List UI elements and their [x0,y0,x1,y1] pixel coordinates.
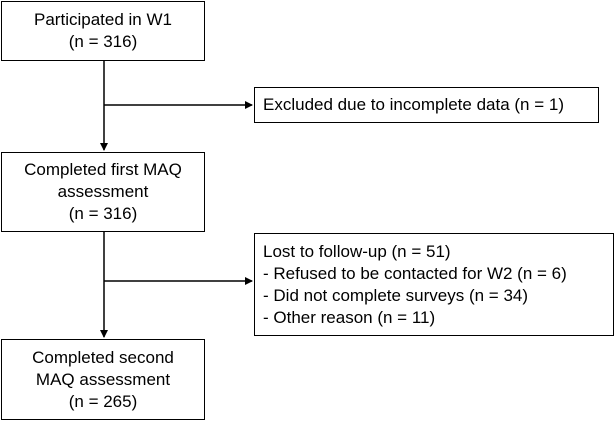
first-maq-box: Completed first MAQ assessment (n = 316) [1,152,205,232]
lost-followup-incomplete: - Did not complete surveys (n = 34) [263,285,529,305]
participated-title: Participated in W1 [34,10,172,29]
lost-followup-box: Lost to follow-up (n = 51) - Refused to … [254,233,614,336]
second-maq-title-1: Completed second [32,347,174,367]
excluded-box: Excluded due to incomplete data (n = 1) [254,87,599,123]
excluded-text: Excluded due to incomplete data (n = 1) [263,95,564,114]
lost-followup-refused: - Refused to be contacted for W2 (n = 6) [263,263,567,283]
first-maq-count: (n = 316) [68,204,138,223]
first-maq-title-2: assessment [57,182,149,201]
lost-followup-other: - Other reason (n = 11) [263,307,436,327]
second-maq-box: Completed second MAQ assessment (n = 265… [1,339,205,420]
participated-box: Participated in W1 (n = 316) [1,1,205,61]
lost-followup-title: Lost to follow-up (n = 51) [263,241,451,261]
participated-count: (n = 316) [68,32,138,51]
second-maq-title-2: MAQ assessment [35,369,171,389]
first-maq-title-1: Completed first MAQ [24,160,182,179]
second-maq-count: (n = 265) [68,391,138,411]
